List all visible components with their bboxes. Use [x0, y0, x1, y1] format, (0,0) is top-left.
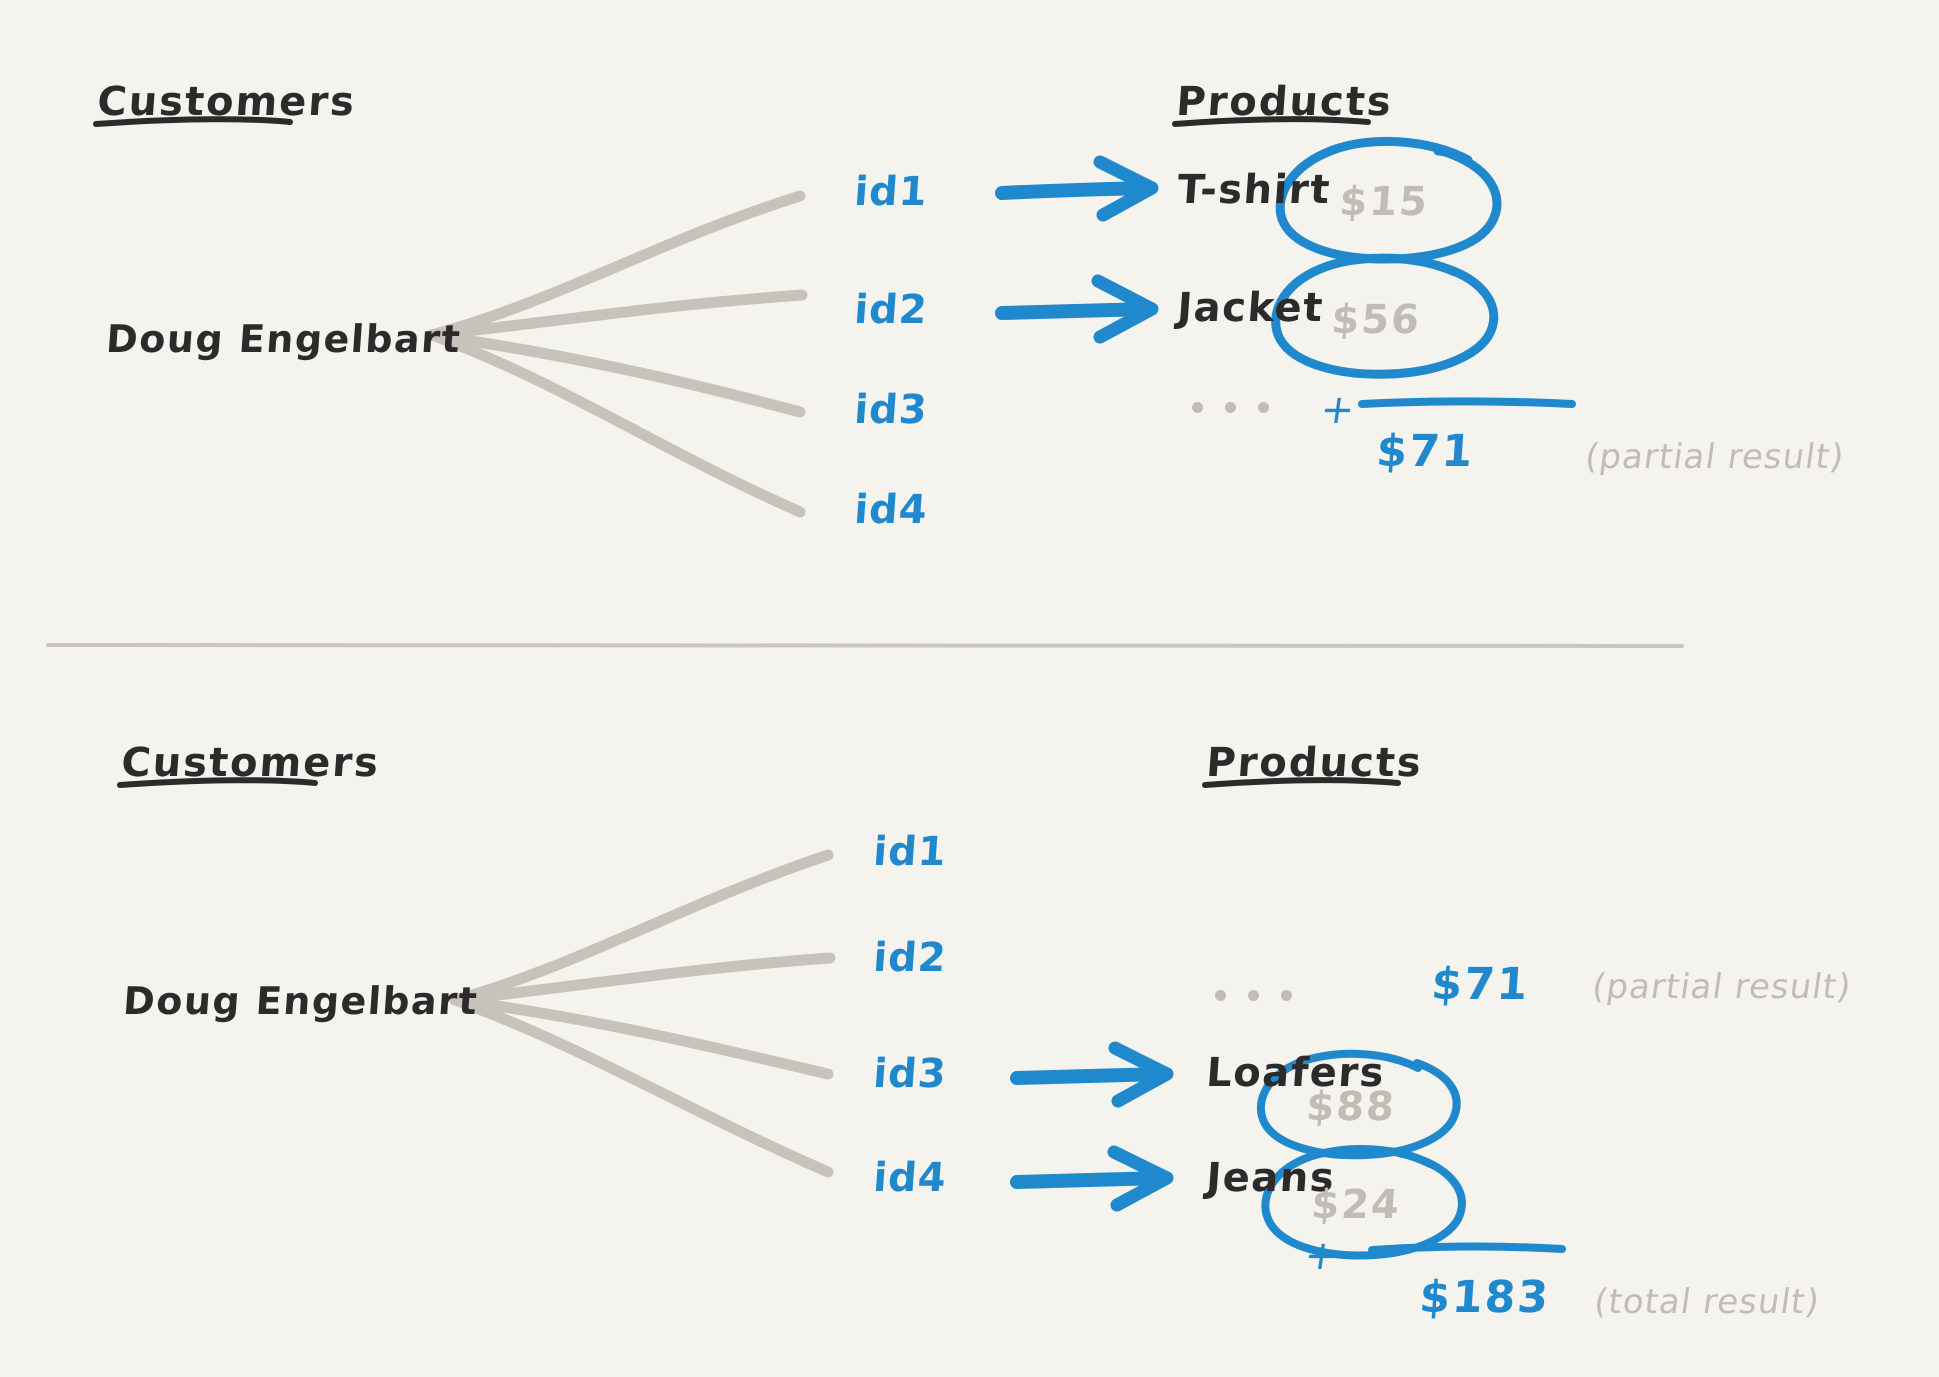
top-arrow-id2 — [995, 274, 1159, 344]
bottom-id-label-1[interactable]: id1 — [871, 829, 949, 875]
top-price-tshirt: $15 — [1337, 179, 1431, 225]
bottom-price-loafers: $88 — [1304, 1084, 1398, 1130]
top-fan-lines — [426, 190, 808, 518]
top-products-header: Products — [1174, 79, 1395, 125]
top-id-label-2[interactable]: id2 — [852, 287, 930, 333]
top-plus-sign: + — [1317, 387, 1358, 433]
bottom-arrow-id4 — [1010, 1145, 1174, 1212]
top-sum-value: $71 — [1374, 426, 1477, 477]
bottom-products-header: Products — [1204, 740, 1425, 786]
bottom-customer-name: Doug Engelbart — [121, 979, 480, 1023]
top-sum-note: (partial result) — [1582, 437, 1848, 477]
bottom-id-label-3[interactable]: id3 — [871, 1051, 949, 1097]
bottom-arrow-id3 — [1010, 1041, 1174, 1108]
top-id-label-3[interactable]: id3 — [852, 387, 930, 433]
bottom-sum-value: $183 — [1417, 1272, 1552, 1323]
bottom-fan-lines — [449, 849, 836, 1178]
top-ellipsis-icon — [1192, 402, 1269, 413]
bottom-id-label-2[interactable]: id2 — [871, 935, 949, 981]
bottom-sum-rule — [1368, 1242, 1566, 1254]
bottom-customers-header: Customers — [119, 740, 382, 786]
top-product-name-jacket: Jacket — [1175, 285, 1326, 331]
bottom-carried-note: (partial result) — [1589, 967, 1855, 1007]
top-customer-name: Doug Engelbart — [104, 317, 463, 361]
top-sum-rule — [1358, 397, 1576, 408]
bottom-ellipsis-icon — [1215, 990, 1292, 1001]
top-id-label-4[interactable]: id4 — [852, 487, 930, 533]
top-arrow-id1 — [995, 155, 1159, 222]
bottom-carried-value: $71 — [1429, 959, 1532, 1010]
bottom-sum-note: (total result) — [1591, 1282, 1823, 1322]
bottom-price-jeans: $24 — [1309, 1182, 1403, 1228]
top-customers-header: Customers — [95, 79, 358, 125]
top-product-name-tshirt: T-shirt — [1175, 167, 1333, 213]
top-id-label-1[interactable]: id1 — [852, 169, 930, 215]
top-price-jacket: $56 — [1329, 297, 1423, 343]
bottom-id-label-4[interactable]: id4 — [871, 1155, 949, 1201]
bottom-plus-sign: + — [1301, 1233, 1342, 1279]
section-divider — [46, 643, 1684, 648]
